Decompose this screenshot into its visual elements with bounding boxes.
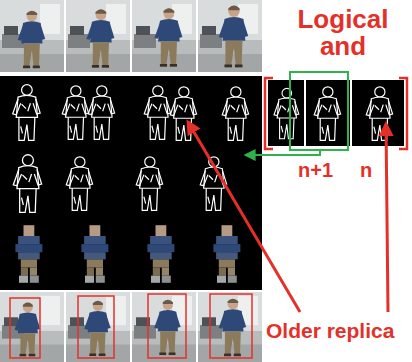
camera-frame xyxy=(0,0,262,72)
edge-silhouette xyxy=(13,85,249,213)
red-arrow xyxy=(386,124,388,312)
green-arrow xyxy=(246,150,320,155)
green-box xyxy=(290,72,348,150)
detection-frame xyxy=(0,292,262,362)
red-arrow xyxy=(188,122,300,312)
annotation-label: n+1 xyxy=(298,160,333,181)
annotation-label: Logical and xyxy=(280,6,406,61)
replica-frame xyxy=(268,80,404,146)
annotation-label: n xyxy=(360,160,372,181)
block-silhouette xyxy=(15,225,240,283)
annotation-label: Older replica xyxy=(266,320,394,342)
